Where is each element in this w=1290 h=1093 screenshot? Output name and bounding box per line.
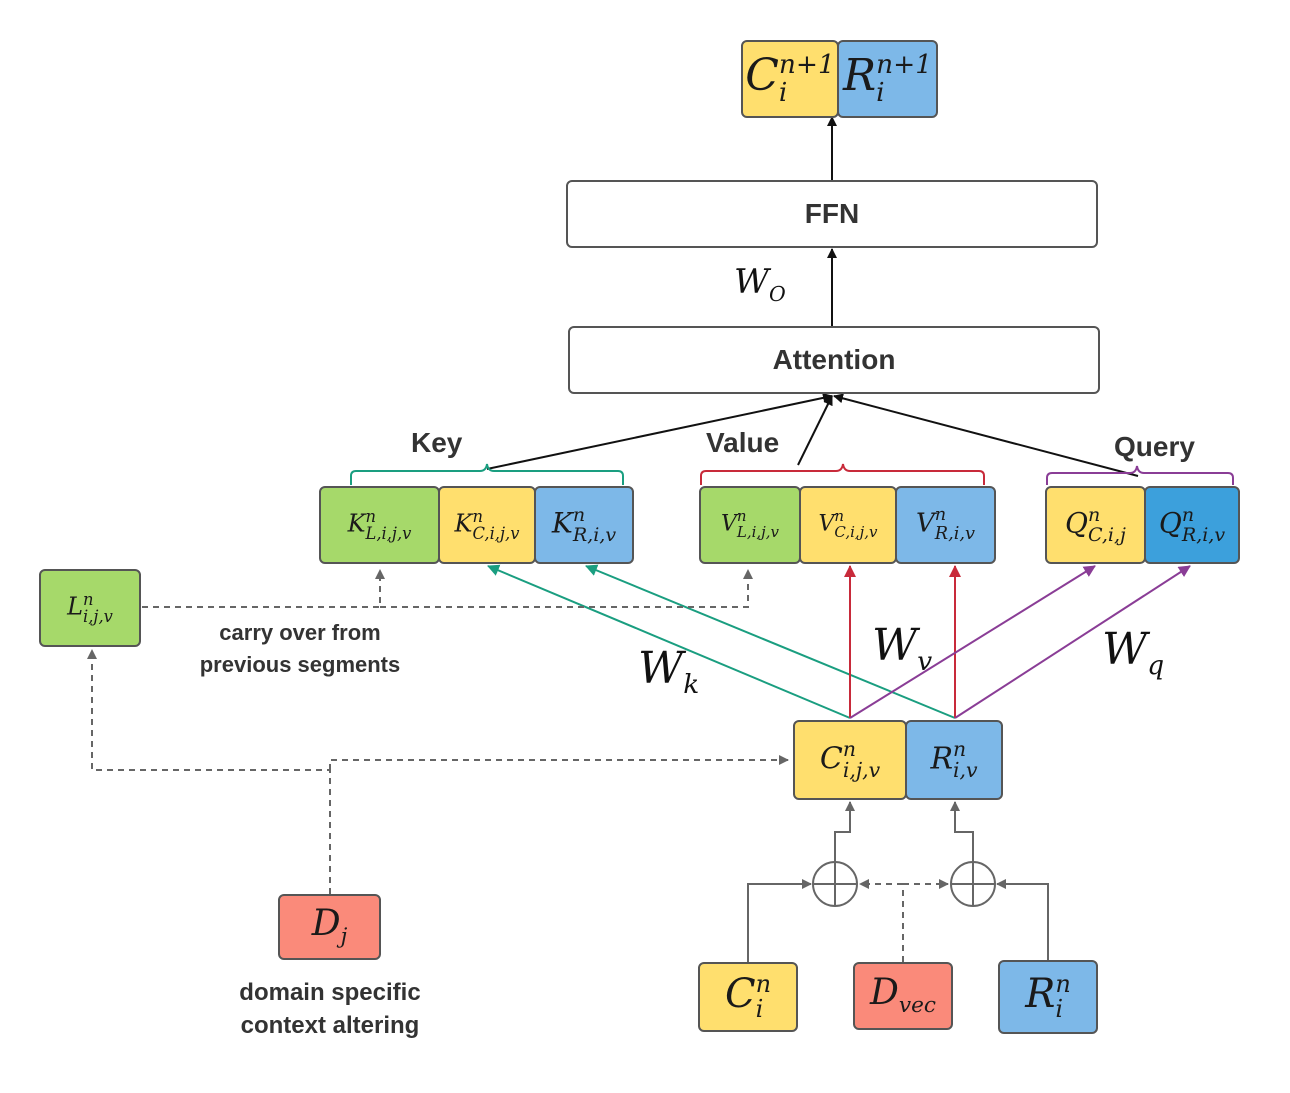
wv-label: Wv — [872, 620, 933, 677]
query-group-label: Query — [1114, 431, 1195, 462]
key-bracket — [350, 463, 624, 485]
arrow-key-to-attention — [486, 392, 833, 470]
wk-arrow-from-r-to-kr — [585, 564, 956, 719]
c-in-to-plus — [747, 879, 812, 962]
dj-to-c-line — [329, 755, 789, 770]
wk-label: Wk — [638, 643, 700, 700]
arrow-query-to-attention — [833, 393, 1139, 477]
dj-node: Dj — [278, 894, 381, 960]
carry-over-line-value — [380, 569, 753, 608]
dj-to-l-line — [87, 649, 331, 894]
wq-label: Wq — [1102, 624, 1165, 681]
dvec-node: Dvec — [853, 962, 953, 1030]
ffn-block: FFN — [566, 180, 1098, 248]
wk-arrow-from-c-to-kc — [487, 564, 851, 719]
key-group-label: Key — [411, 427, 463, 458]
carry-over-line — [142, 569, 385, 608]
wq-arrow-from-c-to-qc — [849, 565, 1096, 719]
attention-label: Attention — [772, 344, 896, 375]
domain-text: domain specific context altering — [239, 979, 421, 1039]
plus-left-to-c — [834, 801, 855, 862]
arrow-value-to-attention — [797, 395, 833, 466]
plus-right-to-r — [950, 801, 974, 862]
query-bracket — [1046, 465, 1234, 485]
attention-block: Attention — [568, 326, 1100, 394]
ffn-label: FFN — [804, 198, 860, 229]
r-in-to-plus — [996, 879, 1049, 962]
value-bracket — [700, 463, 985, 485]
wq-arrow-from-r-to-qr — [954, 565, 1191, 719]
wo-label: WO — [734, 262, 786, 306]
carry-over-text: carry over from previous segments — [199, 620, 401, 677]
value-group-label: Value — [706, 427, 780, 458]
